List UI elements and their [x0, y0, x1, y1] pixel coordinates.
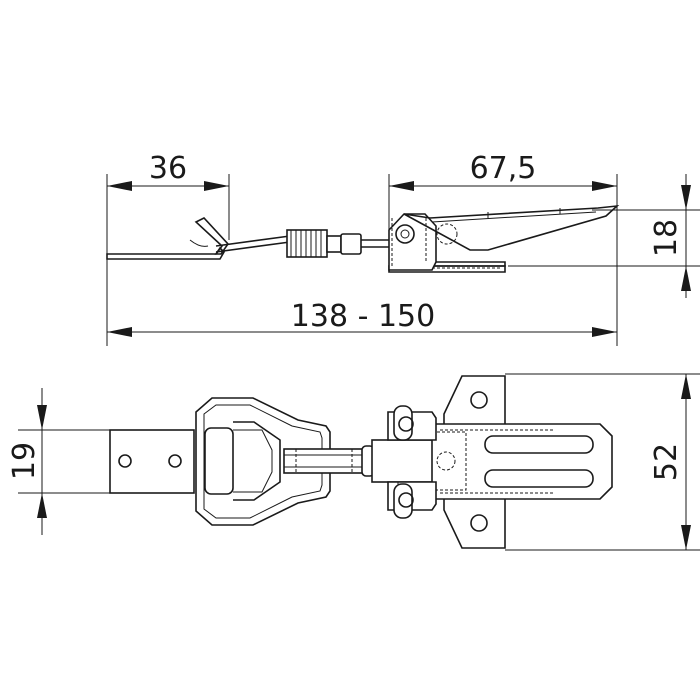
dimension-67-5-label: 67,5 [470, 151, 537, 186]
strike-plate-hole-right [168, 454, 182, 468]
dimension-36: 36 [106, 151, 230, 346]
dimension-19: 19 [7, 388, 112, 535]
dimension-138-150-label: 138 - 150 [291, 299, 435, 334]
dimension-52: 52 [505, 373, 700, 551]
side-view [106, 204, 620, 273]
base-plate-hole-bottom [470, 514, 488, 532]
dimension-18: 18 [508, 174, 700, 298]
dimension-36-label: 36 [149, 151, 187, 186]
base-plate-hole-top [470, 391, 488, 409]
dimension-52-label: 52 [649, 443, 684, 481]
dimension-138-150: 138 - 150 [107, 299, 617, 337]
dimension-67-5: 67,5 [388, 151, 618, 346]
strike-plate-hole-left [118, 454, 132, 468]
dimension-18-label: 18 [649, 219, 684, 257]
dimension-19-label: 19 [7, 442, 42, 480]
top-view [109, 375, 613, 549]
